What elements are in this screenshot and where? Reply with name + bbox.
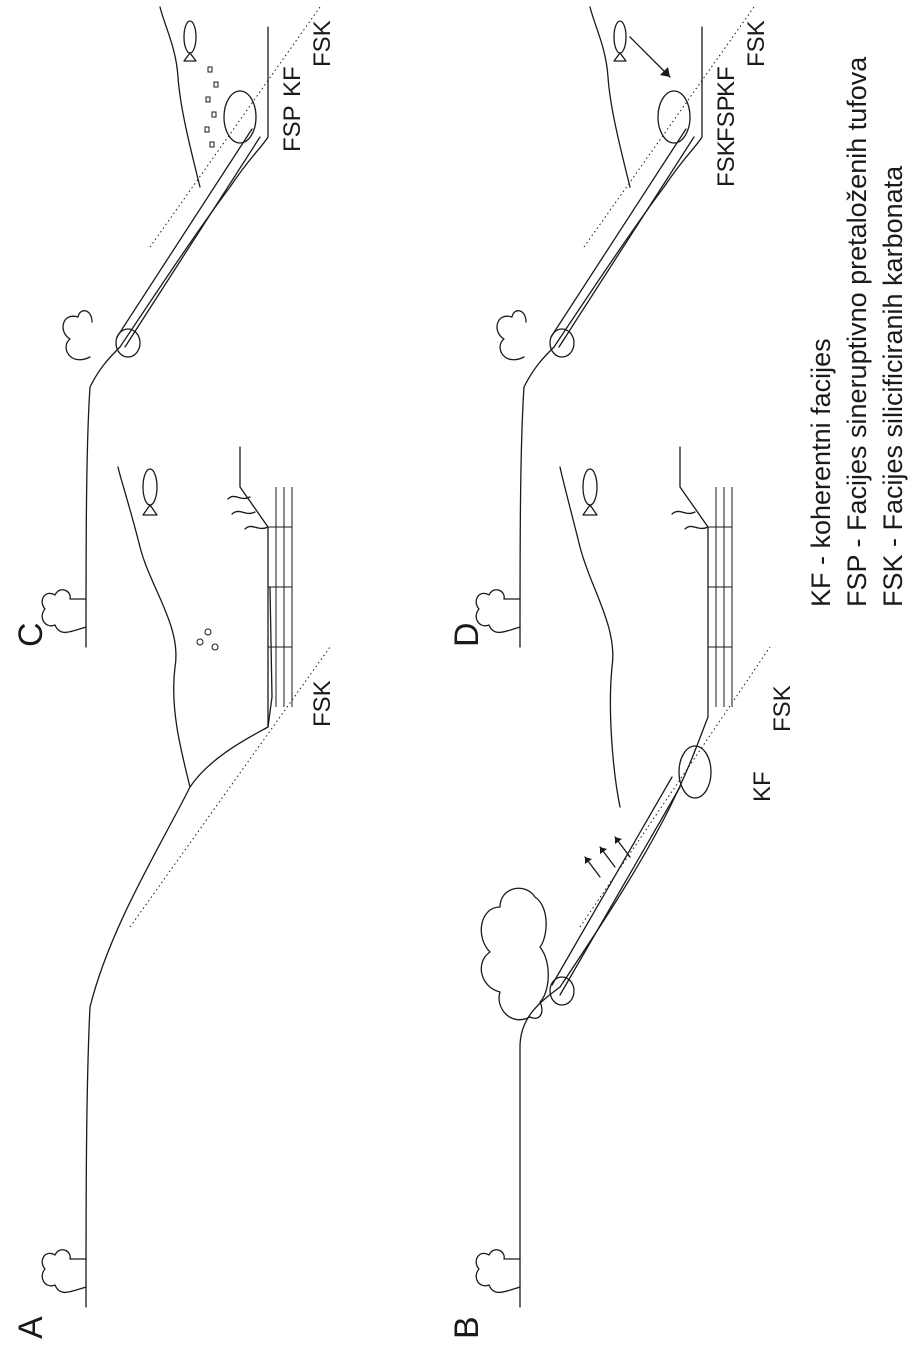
facies-label-fsp: FSP: [279, 105, 306, 152]
facies-label-fsk: FSK: [743, 20, 770, 67]
coherent-body: [224, 91, 256, 143]
facies-label-fsk: FSK: [309, 680, 336, 727]
fish-icon: [583, 469, 597, 515]
fish-icon: [614, 21, 626, 61]
tree-icon: [476, 590, 520, 633]
fault-line: [130, 647, 330, 927]
reef-platform: [680, 447, 708, 527]
panel-c: C: [12, 7, 336, 647]
tree-icon: [42, 590, 86, 633]
conduit: [117, 129, 260, 347]
tree-icon: [42, 1250, 86, 1293]
panel-label-c: C: [12, 622, 50, 647]
sea-surface: [590, 7, 630, 187]
facies-label-fsp: FSP: [713, 95, 740, 142]
fault-line: [580, 647, 770, 927]
facies-label-fsk: FSK: [713, 140, 740, 187]
facies-label-fsk: FSK: [769, 685, 796, 732]
facies-label-kf: KF: [713, 66, 740, 97]
land-profile: [86, 27, 268, 647]
facies-label-kf: KF: [279, 66, 306, 97]
land-profile: [520, 527, 708, 1307]
conduit: [552, 777, 680, 995]
eruption-cloud-icon: [481, 888, 548, 1019]
conduit: [551, 129, 694, 347]
eruption-plume-icon: [63, 311, 92, 360]
legend-kf: KF - koherentni facijes: [806, 338, 836, 607]
tree-icon: [476, 1250, 520, 1293]
legend-fsp: FSP - Facijes sineruptivno pretaloženih …: [842, 56, 872, 607]
reef-platform: [240, 447, 268, 527]
carbonate-layers: [708, 487, 732, 707]
coherent-body: [658, 91, 690, 143]
panel-d: D FSK: [448, 7, 770, 647]
land-profile: [86, 587, 272, 1307]
panel-a: A: [12, 447, 336, 1339]
legend: KF - koherentni facijes FSP - Facijes si…: [806, 56, 908, 607]
legend-fsk: FSK - Facijes silicificiranih karbonata: [878, 165, 908, 607]
debris-particles: [205, 67, 218, 147]
arrow-icon: [585, 837, 630, 877]
algae-icon: [228, 496, 268, 529]
panel-label-b: B: [448, 1316, 486, 1339]
coherent-body: [679, 746, 711, 798]
panel-label-a: A: [12, 1316, 50, 1339]
sea-surface: [560, 467, 620, 807]
panel-label-d: D: [448, 622, 486, 647]
fish-icon: [184, 21, 196, 61]
facies-label-fsk: FSK: [309, 20, 336, 67]
panel-b: B: [448, 447, 796, 1339]
arrow-icon: [630, 37, 670, 77]
sea-surface: [160, 7, 200, 187]
eruption-plume-icon: [497, 311, 526, 360]
bubbles-icon: [197, 629, 218, 650]
fish-icon: [143, 469, 157, 515]
facies-label-kf: KF: [749, 771, 776, 802]
land-profile: [520, 27, 702, 647]
